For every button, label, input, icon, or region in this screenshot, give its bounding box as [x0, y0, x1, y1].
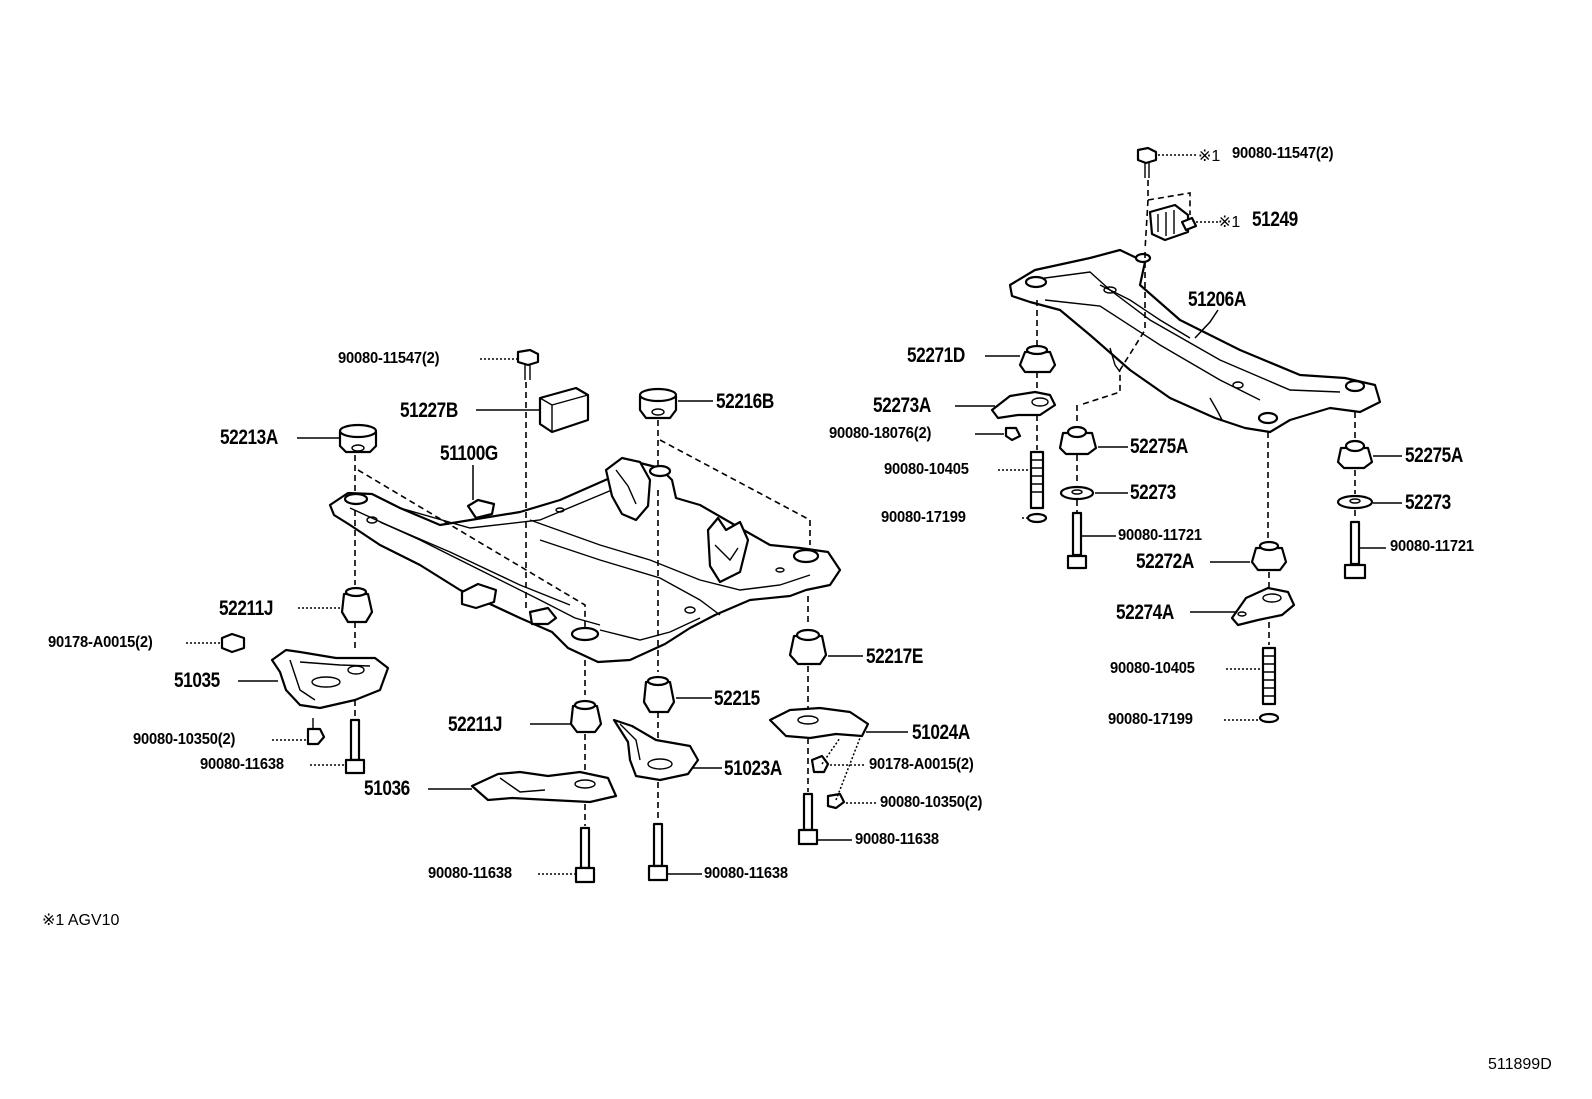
callout-90080-17199-right: 90080-17199	[1108, 711, 1193, 728]
callout-90080-10350-left: 90080-10350(2)	[133, 731, 236, 748]
bolt-90080-11547-top	[1136, 146, 1158, 178]
callout-51024a: 51024A	[912, 721, 970, 744]
diagram-code: 511899D	[1488, 1056, 1552, 1073]
callout-52272a: 52272A	[1136, 550, 1194, 573]
footnote-agv10: ※1 AGV10	[42, 912, 120, 929]
bracket-51227b	[538, 386, 590, 434]
callout-51206a: 51206A	[1188, 288, 1246, 311]
rear-mount-stack-left	[990, 300, 1057, 524]
callout-52273-left: 52273	[1130, 481, 1176, 504]
front-mount-stack-right	[768, 596, 870, 846]
front-mount-stack-center	[612, 490, 700, 882]
callout-52211j-middle: 52211J	[448, 713, 503, 736]
callout-90080-18076: 90080-18076(2)	[829, 425, 932, 442]
callout-90080-11721-right: 90080-11721	[1390, 538, 1474, 555]
callout-90178-a0015-left: 90178-A0015(2)	[48, 634, 153, 651]
callout-90080-11638-a: 90080-11638	[200, 756, 284, 773]
rear-bushing-stack-right	[1336, 412, 1374, 580]
callout-90178-a0015-right: 90178-A0015(2)	[869, 756, 974, 773]
callout-52213a: 52213A	[220, 426, 278, 449]
rear-mount-stack-right	[1230, 432, 1296, 724]
callout-52216b: 52216B	[716, 390, 774, 413]
callout-51227b: 51227B	[400, 399, 458, 422]
callout-52273a: 52273A	[873, 394, 931, 417]
callout-52275a-left: 52275A	[1130, 435, 1188, 458]
bolt-90080-11547-mid	[516, 348, 540, 380]
callout-52271d: 52271D	[907, 344, 965, 367]
front-mount-stack-left	[220, 510, 390, 775]
callout-52217e: 52217E	[866, 645, 923, 668]
callout-90080-11547-top: 90080-11547(2)	[1232, 145, 1334, 162]
callout-90080-11638-d: 90080-11638	[704, 865, 788, 882]
callout-52275a-right: 52275A	[1405, 444, 1463, 467]
callout-90080-11638-b: 90080-11638	[855, 831, 939, 848]
callout-90080-10405-right: 90080-10405	[1110, 660, 1195, 677]
leader-lines	[186, 154, 1402, 875]
callout-90080-11547-mid: 90080-11547(2)	[338, 350, 440, 367]
front-crossmember-51100g	[328, 456, 842, 664]
bracket-51249	[1148, 203, 1198, 242]
callout-51249: 51249	[1252, 208, 1298, 231]
callout-51035: 51035	[174, 669, 220, 692]
callout-52215: 52215	[714, 687, 760, 710]
rear-bushing-stack-center	[1058, 405, 1098, 570]
callout-52273-right: 52273	[1405, 491, 1451, 514]
note-mark-1: ※1	[1198, 148, 1221, 165]
bushing-52213a	[338, 423, 378, 454]
bushing-52216b	[638, 387, 678, 420]
front-mount-stack-middle	[470, 660, 618, 884]
callout-90080-17199-left: 90080-17199	[881, 509, 966, 526]
callout-90080-10405-left: 90080-10405	[884, 461, 969, 478]
rear-crossmember-51206a	[1008, 248, 1382, 434]
callout-90080-11721-left: 90080-11721	[1118, 527, 1202, 544]
callout-52274a: 52274A	[1116, 601, 1174, 624]
callout-90080-11638-c: 90080-11638	[428, 865, 512, 882]
callout-51100g: 51100G	[440, 442, 498, 465]
callout-90080-10350-right: 90080-10350(2)	[880, 794, 983, 811]
callout-51036: 51036	[364, 777, 410, 800]
note-mark-1: ※1	[1218, 214, 1241, 231]
callout-52211j-left: 52211J	[219, 597, 274, 620]
callout-51023a: 51023A	[724, 757, 782, 780]
